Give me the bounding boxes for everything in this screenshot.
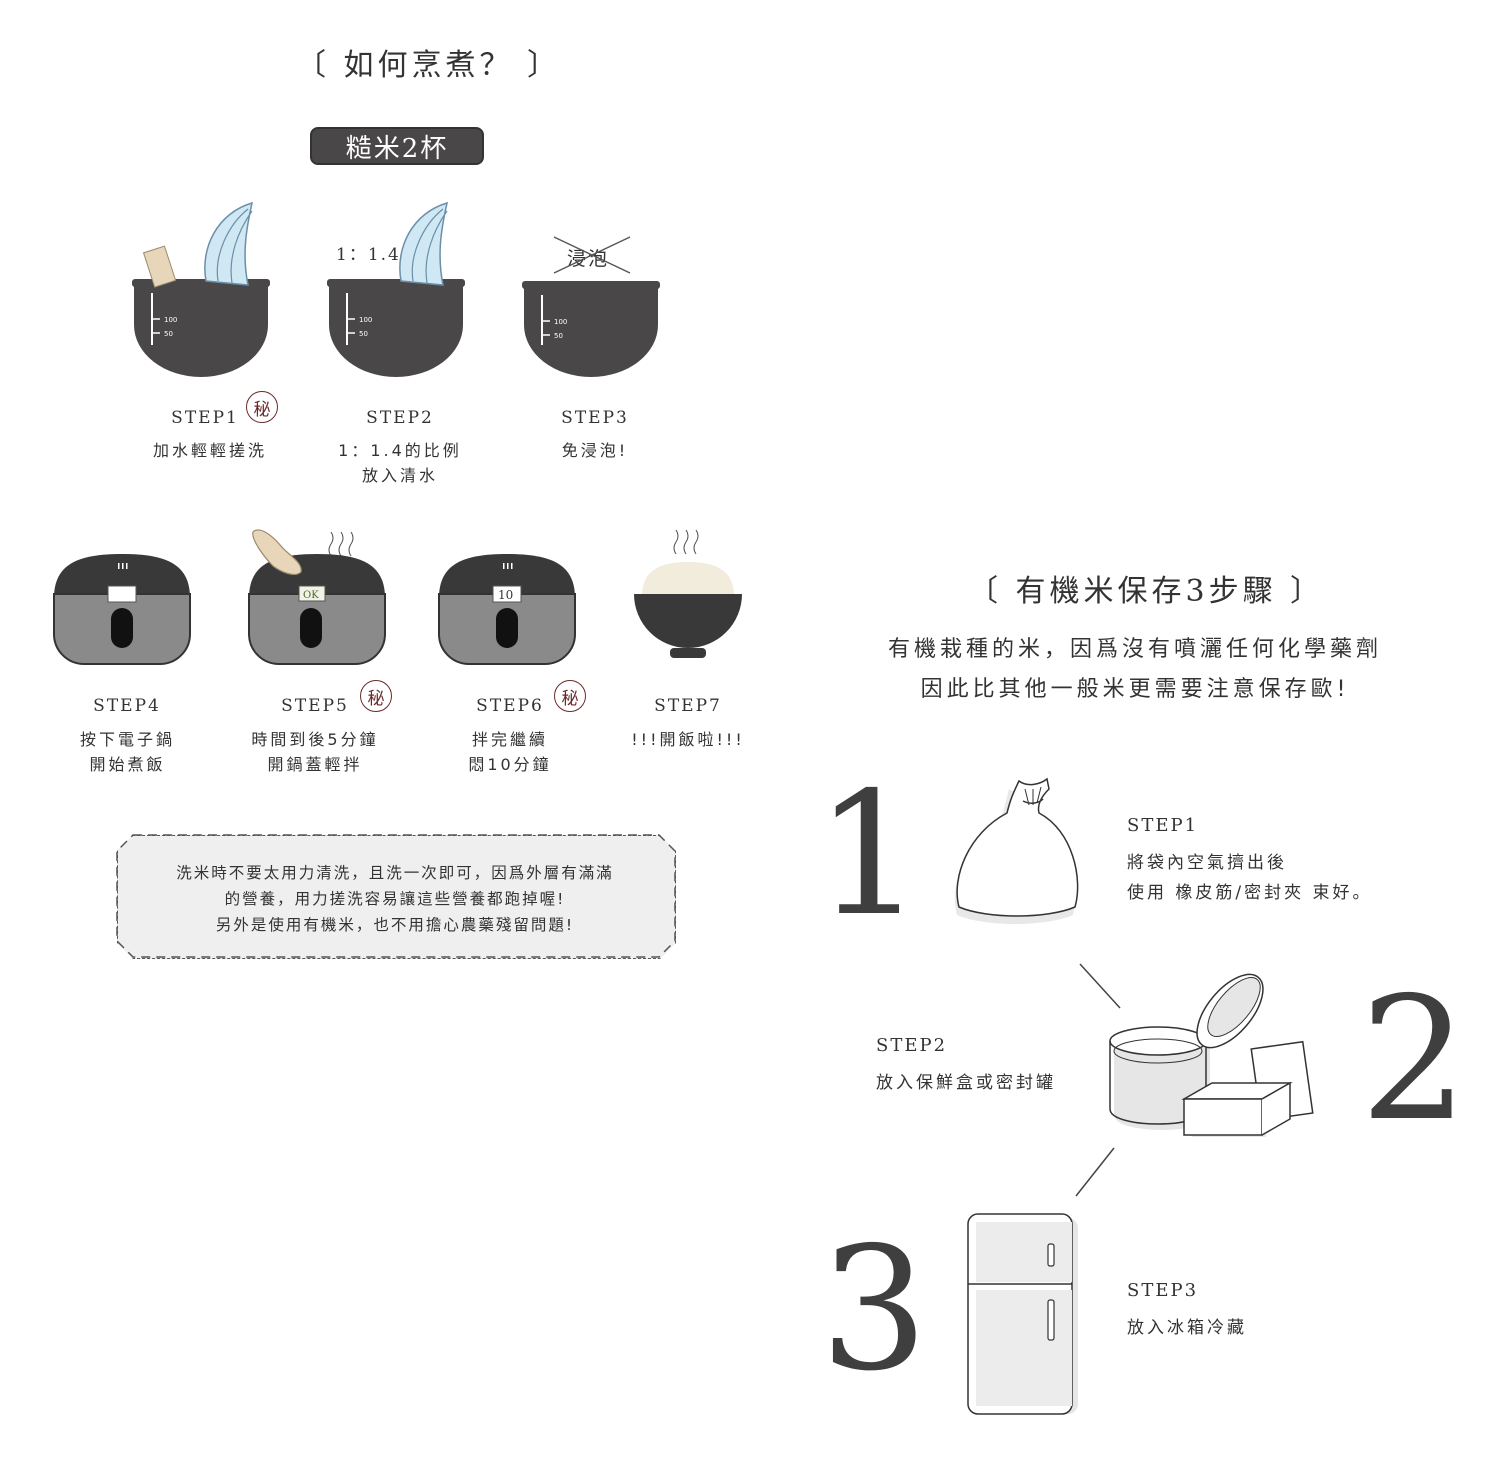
step4-label: STEP4: [93, 696, 161, 716]
storage-title: 〔 有機米保存3步驟 〕: [968, 574, 1325, 609]
cross-line-icon: [553, 236, 631, 274]
step6-desc-line: 悶10分鐘: [468, 755, 552, 774]
step3-desc: 免浸泡!: [515, 438, 675, 463]
secret-mark: 秘: [246, 391, 278, 423]
storage-step1-desc: 將袋內空氣擠出後 使用 橡皮筋/密封夾 束好。: [1127, 848, 1373, 908]
intro-line: 有機栽種的米，因爲沒有噴灑任何化學藥劑: [887, 637, 1382, 662]
cup-mark-100: 100: [164, 316, 177, 324]
secret-mark: 秘: [554, 680, 586, 712]
intro-line: 因此比其他一般米更需要注意保存歐!: [920, 677, 1350, 702]
pot-wash-illustration: 100 50: [132, 201, 270, 377]
sealed-bag-icon: [954, 777, 1079, 924]
cooker-button-icon: [300, 608, 322, 648]
steam-icon: [328, 531, 354, 557]
rice-paddle-icon: [252, 529, 302, 576]
step-number-1: 1: [815, 756, 924, 954]
step2-label: STEP2: [366, 408, 434, 428]
step-number-3: 3: [820, 1211, 929, 1409]
pot-nosoak-illustration: 100 50: [522, 236, 660, 377]
step2-desc-line: 放入清水: [361, 466, 438, 485]
cup-mark-100: 100: [554, 318, 567, 326]
refrigerator-icon: [967, 1213, 1078, 1415]
secret-mark: 秘: [360, 680, 392, 712]
step1-desc: 加水輕輕搓洗: [130, 438, 290, 463]
ratio-label: 1：1.4: [336, 245, 401, 265]
step1-desc-line: 加水輕輕搓洗: [152, 441, 267, 460]
step3-label: STEP3: [561, 408, 629, 428]
note-line: 另外是使用有機米，也不用擔心農藥殘留問題!: [215, 916, 575, 934]
step7-desc: !!!開飯啦!!!: [608, 727, 768, 752]
cup-mark-50: 50: [359, 330, 368, 338]
cup-mark-100: 100: [359, 316, 372, 324]
rice-mound-icon: [642, 562, 734, 596]
rice-cooker-start-illustration: [53, 554, 191, 665]
step4-desc-line: 開始煮飯: [89, 755, 166, 774]
display-panel: [492, 585, 522, 603]
step4-desc-line: 按下電子鍋: [79, 730, 175, 749]
display-ok: OK: [303, 590, 319, 601]
rice-cooker-open-illustration: OK: [248, 529, 386, 665]
storage-step3-label: STEP3: [1127, 1280, 1199, 1301]
start-button-icon: [111, 608, 133, 648]
cooker-button-icon: [496, 608, 518, 648]
step7-label: STEP7: [654, 696, 722, 716]
display-timer: 10: [498, 588, 513, 602]
washing-tip-note: [117, 835, 676, 959]
step5-desc: 時間到後5分鐘 開鍋蓋輕拌: [230, 727, 400, 777]
note-border: [116, 834, 676, 958]
storage-step1-line: 將袋內空氣擠出後: [1127, 853, 1287, 873]
note-line: 的營養，用力搓洗容易讓這些營養都跑掉喔!: [224, 890, 566, 908]
rice-bowl-illustration: [634, 529, 742, 658]
storage-step2-line: 放入保鮮盒或密封罐: [876, 1073, 1056, 1093]
pot-ratio-illustration: 100 50: [327, 201, 465, 377]
rice-cooker-timer-illustration: 10: [438, 554, 576, 665]
fridge-handle-icon: [1047, 1299, 1055, 1341]
containers-icon: [1109, 973, 1314, 1137]
fridge-handle-icon: [1047, 1243, 1055, 1267]
step6-desc: 拌完繼續 悶10分鐘: [430, 727, 590, 777]
step-number-2: 2: [1360, 961, 1469, 1159]
step6-label: STEP6: [476, 696, 544, 716]
note-text: 洗米時不要太用力清洗，且洗一次即可，因爲外層有滿滿 的營養，用力搓洗容易讓這些營…: [125, 860, 665, 938]
storage-step1-label: STEP1: [1127, 815, 1199, 836]
step2-desc: 1：1.4的比例 放入清水: [320, 438, 480, 488]
cup-mark-50: 50: [554, 332, 563, 340]
step4-desc: 按下電子鍋 開始煮飯: [50, 727, 205, 777]
storage-step3-line: 放入冰箱冷藏: [1127, 1318, 1247, 1338]
storage-step3-desc: 放入冰箱冷藏: [1127, 1313, 1247, 1343]
steam-icon: [673, 529, 699, 555]
storage-step2-desc: 放入保鮮盒或密封罐: [876, 1068, 1056, 1098]
step3-desc-line: 免浸泡!: [561, 441, 629, 460]
no-soak-label: 浸泡: [567, 248, 610, 270]
step5-desc-line: 時間到後5分鐘: [251, 730, 379, 749]
step2-desc-line: 1：1.4的比例: [338, 441, 462, 460]
storage-intro: 有機栽種的米，因爲沒有噴灑任何化學藥劑 因此比其他一般米更需要注意保存歐!: [840, 630, 1430, 710]
storage-step1-line: 使用 橡皮筋/密封夾 束好。: [1127, 883, 1373, 903]
step5-label: STEP5: [281, 696, 349, 716]
step6-desc-line: 拌完繼續: [471, 730, 548, 749]
display-panel: [298, 585, 326, 602]
cooking-title: 〔 如何烹煮？ 〕: [296, 48, 562, 83]
connector-lines: [1075, 963, 1121, 1197]
display-panel: [107, 585, 137, 603]
cup-mark-50: 50: [164, 330, 173, 338]
note-line: 洗米時不要太用力清洗，且洗一次即可，因爲外層有滿滿: [176, 864, 614, 882]
rice-amount-badge: 糙米2杯: [310, 127, 484, 165]
step5-desc-line: 開鍋蓋輕拌: [267, 755, 363, 774]
step1-label: STEP1: [171, 408, 239, 428]
storage-step2-label: STEP2: [876, 1035, 948, 1056]
step7-desc-line: !!!開飯啦!!!: [631, 730, 745, 749]
